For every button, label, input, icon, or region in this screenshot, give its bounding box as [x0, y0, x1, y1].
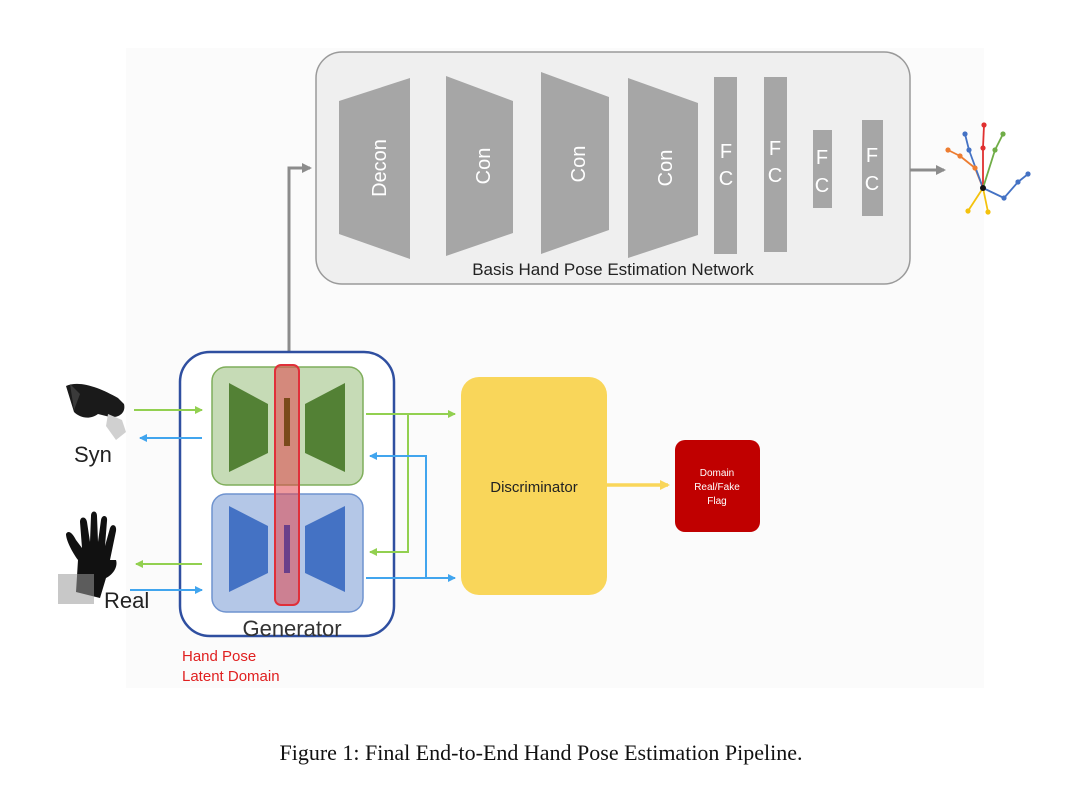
network-title: Basis Hand Pose Estimation Network: [472, 260, 754, 279]
fc1-label-bottom: C: [719, 168, 733, 190]
fc3-label-bottom: C: [815, 175, 829, 197]
domain-flag-box: [675, 440, 760, 532]
real-hand-icon: [58, 511, 117, 604]
domain-flag-line2: Real/Fake: [694, 482, 740, 493]
blue-return-arrow: [369, 452, 427, 578]
fc-layer-2: [764, 77, 787, 252]
fc4-label-top: F: [866, 145, 878, 167]
green-return-arrow: [369, 414, 409, 556]
basis-network: Decon Con Con Con F C F C F C F C Basis …: [315, 51, 911, 285]
latent-label-line1: Hand Pose: [182, 648, 256, 665]
discriminator-box: [461, 377, 607, 595]
decon-layer: [339, 78, 410, 259]
con-label-2: Con: [568, 146, 590, 183]
latent-label-line2: Latent Domain: [182, 668, 280, 685]
figure-caption: Figure 1: Final End-to-End Hand Pose Est…: [279, 740, 803, 765]
real-label: Real: [104, 588, 149, 613]
syn-label: Syn: [74, 442, 112, 467]
synthetic-hand-icon: [66, 383, 126, 440]
con-layer-1: [446, 76, 513, 256]
latent-domain-bar: [274, 364, 300, 606]
fc-layer-4: [862, 120, 883, 216]
latent-to-network-arrow: [287, 163, 312, 360]
decon-label: Decon: [369, 139, 391, 197]
syn-latent-code: [284, 398, 290, 446]
syn-decoder: [305, 383, 345, 472]
generator-label: Generator: [242, 616, 341, 641]
fc3-label-top: F: [816, 147, 828, 169]
real-latent-code: [284, 525, 290, 573]
con-label-3: Con: [655, 150, 677, 187]
con-label-1: Con: [473, 148, 495, 185]
domain-flag-line3: Flag: [707, 496, 726, 507]
fc-layer-3: [813, 130, 832, 208]
generator: Generator: [178, 350, 396, 641]
fc2-label-top: F: [769, 138, 781, 160]
real-encoder: [229, 506, 268, 592]
hand-skeleton-icon: [945, 122, 1031, 215]
fc-layer-1: [714, 77, 737, 254]
syn-encoder: [229, 383, 268, 472]
con-layer-2: [541, 72, 609, 254]
discriminator-label: Discriminator: [490, 479, 578, 496]
fc4-label-bottom: C: [865, 173, 879, 195]
fc1-label-top: F: [720, 141, 732, 163]
domain-flag-line1: Domain: [700, 468, 734, 479]
con-layer-3: [628, 78, 698, 258]
fc2-label-bottom: C: [768, 165, 782, 187]
real-decoder: [305, 506, 345, 592]
